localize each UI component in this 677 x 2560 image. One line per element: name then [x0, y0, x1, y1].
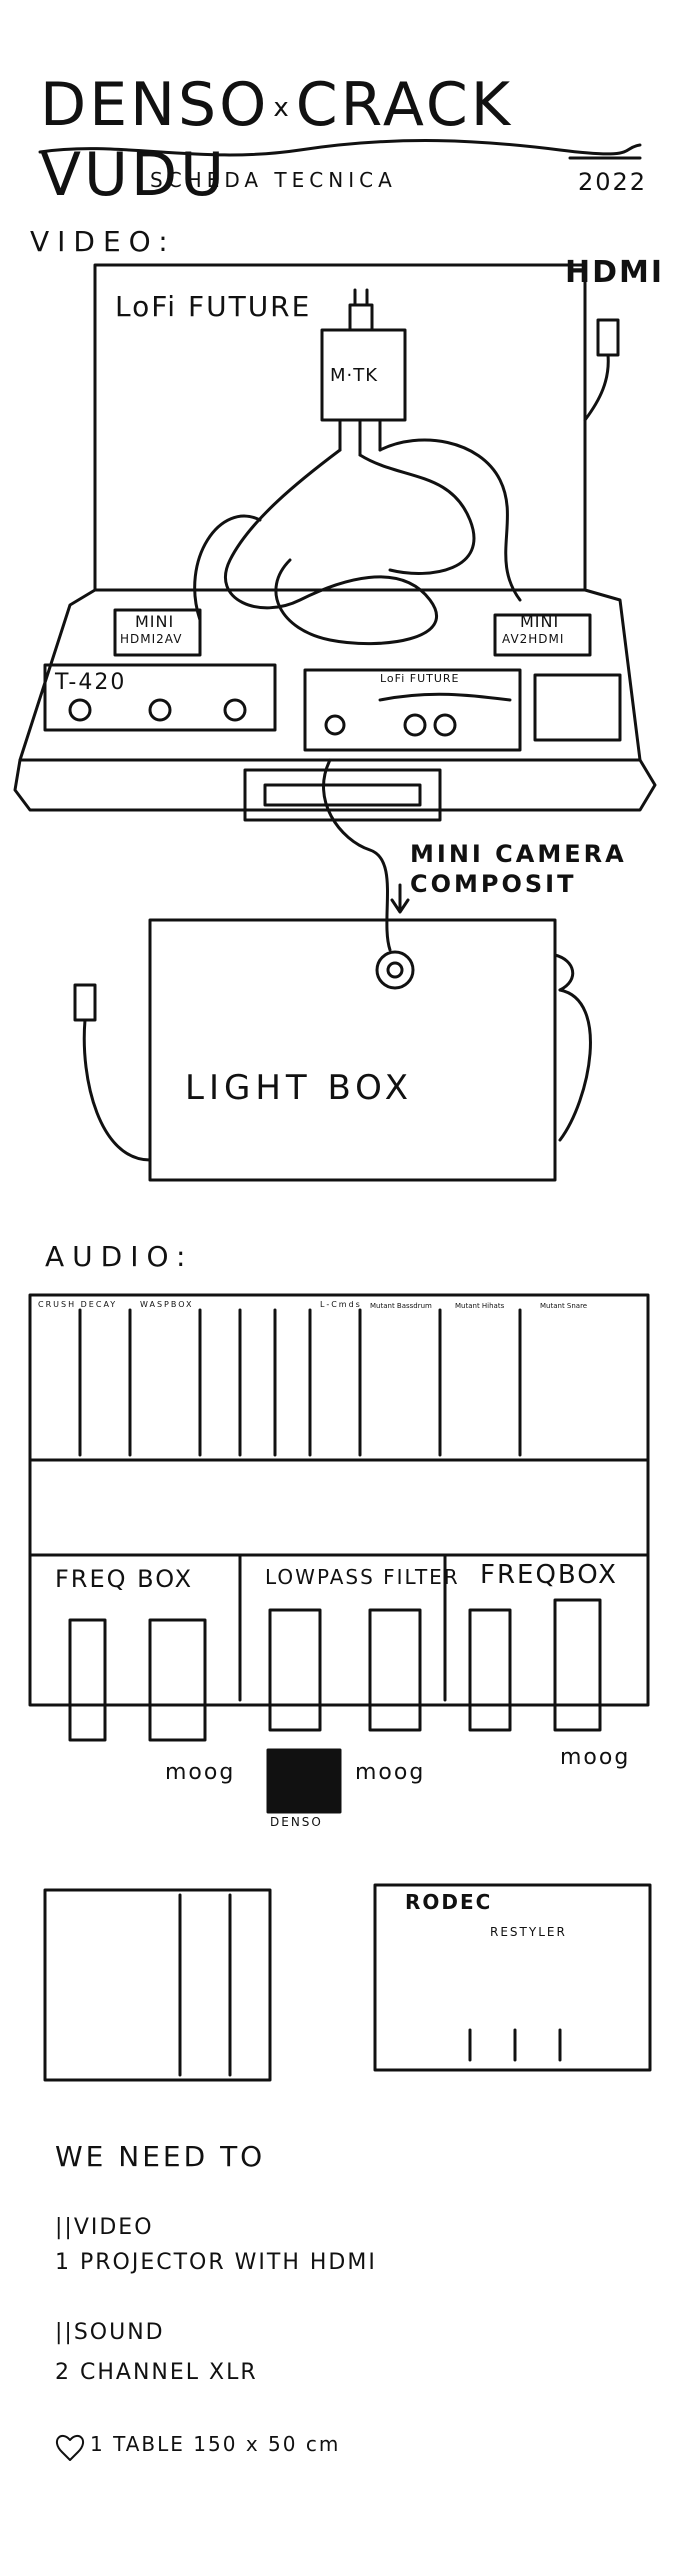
lofi-device-label: LoFi FUTURE [380, 672, 460, 685]
title-underline [38, 139, 642, 157]
rodec-mixer [373, 1883, 652, 2072]
suitcase-handle [243, 768, 442, 822]
title-left: DENSO [40, 70, 270, 140]
restyler-label: RESTYLER [490, 1925, 567, 1939]
subtitle: SCHEDA TECNICA [150, 168, 397, 192]
rack-module-5: Mutant Hihats [455, 1302, 505, 1310]
modular-rack [28, 1293, 650, 1707]
heart-icon [56, 2434, 84, 2461]
mini-right-label-2: AV2HDMI [502, 632, 565, 646]
case-label: LoFi FUTURE [115, 290, 312, 323]
hdmi-label: HDMI [565, 255, 665, 290]
mini-av2hdmi-box [493, 613, 592, 657]
video-section-label: VIDEO: [30, 225, 176, 258]
t420-box [43, 663, 277, 732]
lowpass-label: LOWPASS FILTER [265, 1565, 460, 1589]
needs-heading: WE NEED TO [55, 2140, 266, 2173]
rack-module-1: CRUSH DECAY [38, 1300, 118, 1309]
camera-arrow [390, 883, 410, 914]
needs-video-heading: ||VIDEO [55, 2215, 154, 2240]
power-plug [73, 983, 97, 1022]
freqbox-right-label: FREQBOX [480, 1560, 618, 1590]
freqbox-left-label: FREQ BOX [55, 1565, 194, 1593]
mini-camera [375, 950, 415, 990]
rack-module-2: WASPBOX [140, 1300, 194, 1309]
mini-left-label-2: HDMI2AV [120, 632, 183, 646]
lofi-device [303, 668, 522, 752]
mini-right-label-1: MINI [520, 612, 560, 631]
year: 2022 [578, 168, 648, 196]
needs-table-item: 1 TABLE 150 x 50 cm [90, 2432, 341, 2456]
mini-left-label-1: MINI [135, 612, 175, 631]
rack-module-3: L-Cmds [320, 1300, 362, 1309]
rack-module-4: Mutant Bassdrum [370, 1302, 432, 1310]
rack-module-6: Mutant Snare [540, 1302, 588, 1310]
rodec-label: RODEC [405, 1890, 493, 1914]
camera-label-2: COMPOSIT [410, 870, 577, 898]
t420-label: T-420 [55, 670, 127, 695]
denso-block [266, 1748, 342, 1814]
light-box [148, 918, 557, 1182]
mtk-label: M·TK [330, 365, 379, 386]
small-modular [43, 1888, 272, 2082]
title-right: CRACK VUDU [40, 70, 514, 210]
moog-label-1: moog [165, 1760, 236, 1785]
hdmi-plug [596, 318, 620, 357]
audio-section-label: AUDIO: [45, 1240, 194, 1273]
moog-label-3: moog [560, 1745, 631, 1770]
mini-hdmi2av-box [113, 608, 202, 657]
denso-label: DENSO [270, 1815, 323, 1829]
needs-sound-item: 2 CHANNEL XLR [55, 2360, 258, 2385]
needs-sound-heading: ||SOUND [55, 2320, 165, 2345]
cables [223, 448, 439, 646]
camera-label-1: MINI CAMERA [410, 840, 627, 868]
grey-box [533, 673, 622, 742]
needs-video-item: 1 PROJECTOR WITH HDMI [55, 2250, 377, 2275]
lightbox-label: LIGHT BOX [185, 1068, 414, 1108]
mtk-box [320, 328, 407, 422]
suitcase-bottom [13, 758, 657, 812]
title-x: x [273, 93, 292, 124]
moog-label-2: moog [355, 1760, 426, 1785]
